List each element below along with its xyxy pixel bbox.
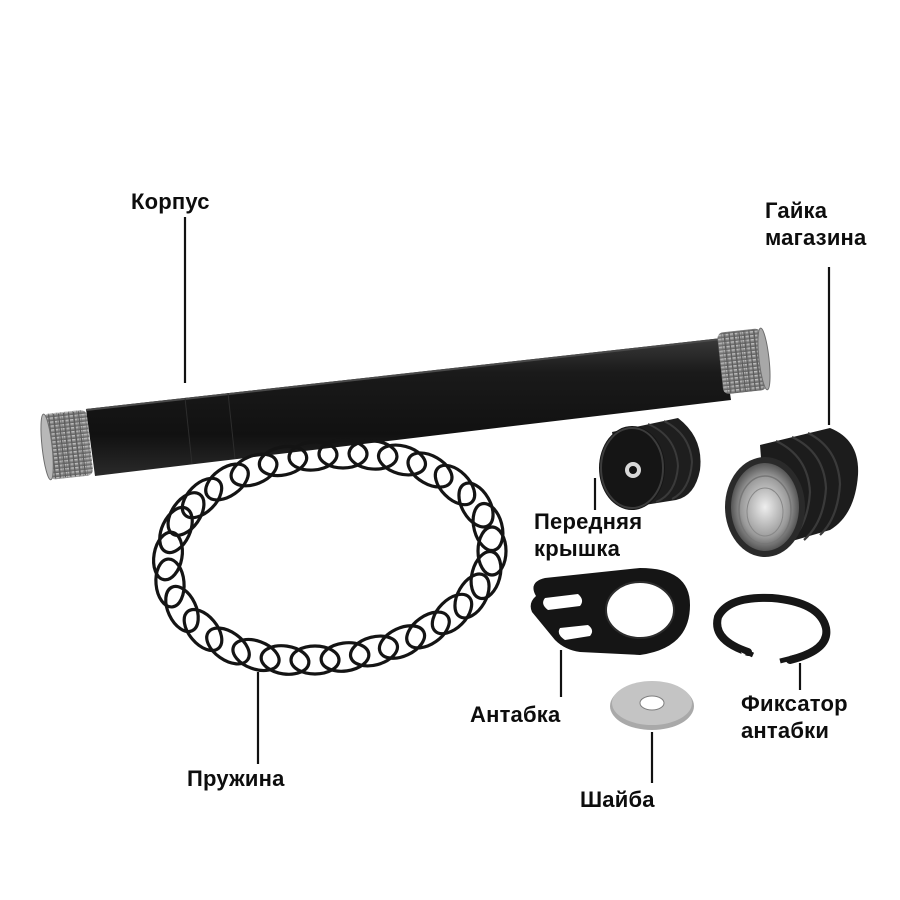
label-retaining-ring: Фиксатор антабки xyxy=(741,690,848,744)
label-washer-text: Шайба xyxy=(580,787,655,812)
label-front-cap: Передняя крышка xyxy=(534,508,642,562)
label-front-cap-line1: Передняя xyxy=(534,509,643,534)
label-magazine-nut: Гайка магазина xyxy=(765,197,866,251)
label-spring-text: Пружина xyxy=(187,766,285,791)
label-sling-plate: Антабка xyxy=(470,701,560,728)
sling-plate-part xyxy=(530,568,690,655)
label-sling-plate-text: Антабка xyxy=(470,702,561,727)
label-retaining-ring-line2: антабки xyxy=(741,718,830,743)
label-korpus-text: Корпус xyxy=(131,189,210,214)
tube-part xyxy=(40,327,771,481)
magazine-nut-part xyxy=(725,428,859,557)
label-magazine-nut-line2: магазина xyxy=(765,225,867,250)
front-cap-part xyxy=(599,418,701,510)
label-korpus: Корпус xyxy=(131,188,210,215)
washer-part xyxy=(610,681,694,730)
label-spring: Пружина xyxy=(187,765,285,792)
label-washer: Шайба xyxy=(580,786,655,813)
spring-part xyxy=(151,438,508,676)
retaining-ring-part xyxy=(713,593,831,664)
label-front-cap-line2: крышка xyxy=(534,536,621,561)
label-magazine-nut-line1: Гайка xyxy=(765,198,828,223)
label-retaining-ring-line1: Фиксатор xyxy=(741,691,848,716)
leader-lines xyxy=(183,217,831,783)
